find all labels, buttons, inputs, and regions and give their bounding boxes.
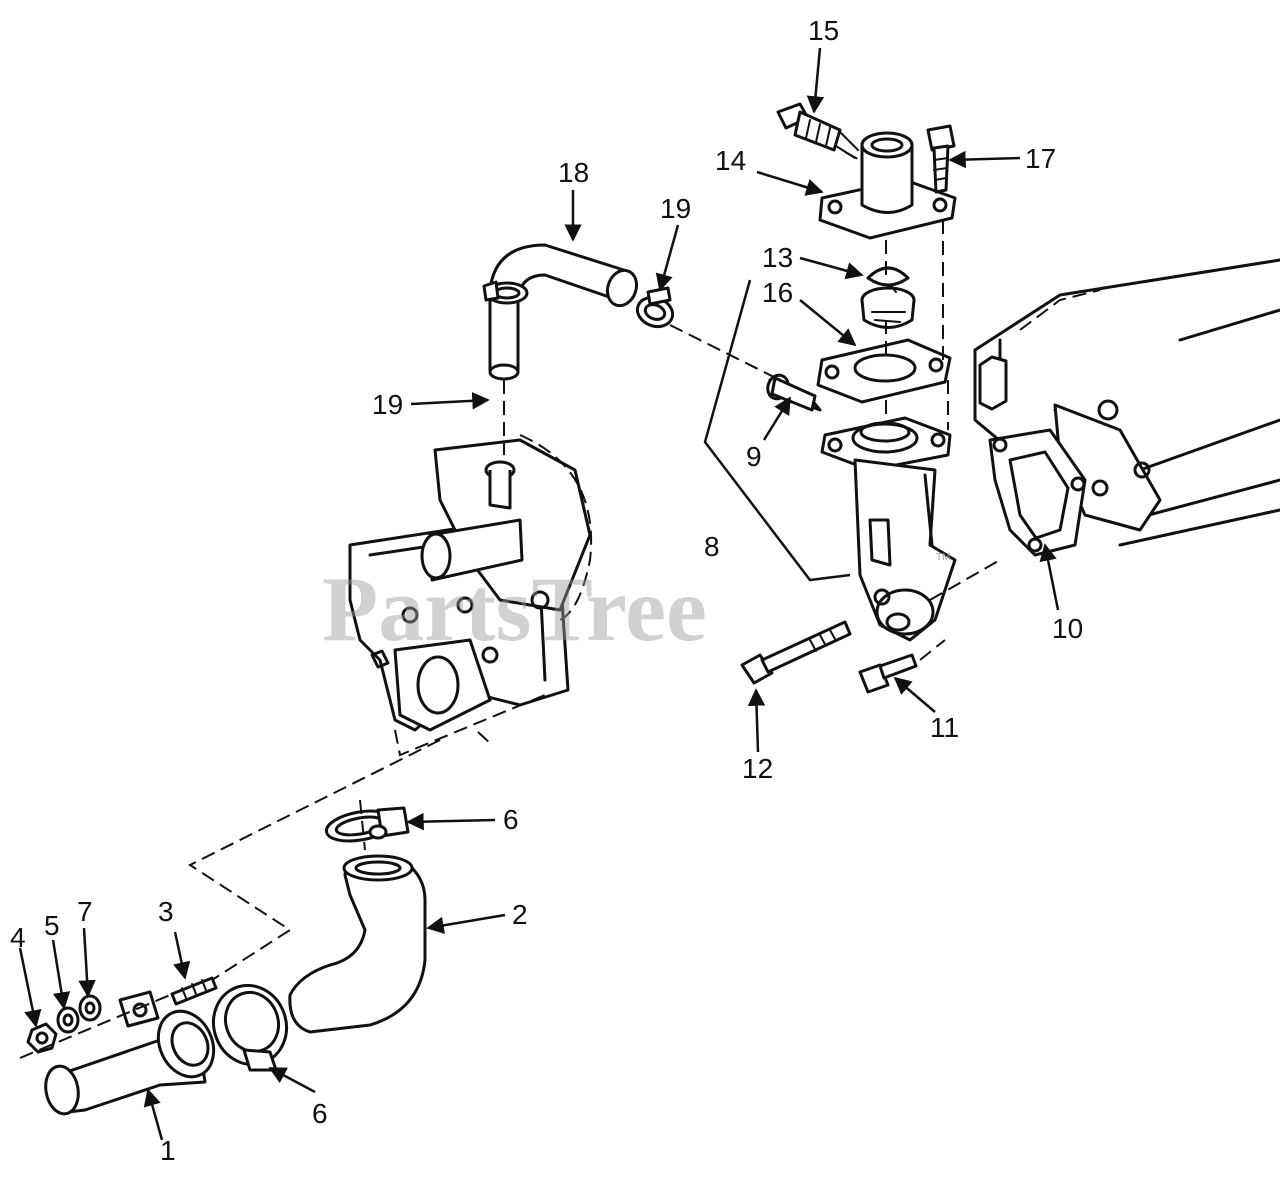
leader-lines	[18, 47, 1060, 1141]
stud-3	[170, 976, 218, 1006]
gasket-16	[816, 338, 952, 404]
inlet-elbow-1	[44, 990, 216, 1116]
bolt-11	[858, 653, 918, 694]
callout-12: 12	[742, 753, 773, 784]
callout-15: 15	[808, 15, 839, 46]
callout-6-lower: 6	[312, 1098, 328, 1129]
callout-17: 17	[1025, 143, 1056, 174]
thermostat-13	[860, 266, 916, 329]
hose-clamp-6-lower	[212, 983, 288, 1072]
callout-13: 13	[762, 242, 793, 273]
pipe-nipple-9	[766, 373, 822, 412]
washer-5	[56, 1006, 80, 1034]
callout-14: 14	[715, 145, 746, 176]
thermostat-cover-14	[818, 131, 957, 240]
thermostat-housing	[820, 416, 957, 642]
watermark: PartsTree	[322, 558, 707, 660]
radiator-hose-2	[288, 854, 427, 1034]
callout-16: 16	[762, 277, 793, 308]
callout-10: 10	[1052, 613, 1083, 644]
callout-7: 7	[77, 896, 93, 927]
callout-19-lower: 19	[372, 389, 403, 420]
bypass-hose-18	[488, 243, 639, 381]
callout-19-upper: 19	[660, 193, 691, 224]
callout-6-upper: 6	[503, 804, 519, 835]
callout-3: 3	[158, 896, 174, 927]
bolt-12	[740, 620, 852, 685]
washer-7	[78, 994, 102, 1022]
assembly-lines	[19, 151, 1001, 1059]
callout-8: 8	[704, 531, 720, 562]
callout-2: 2	[512, 899, 528, 930]
gasket-10	[988, 428, 1087, 557]
callout-11: 11	[930, 712, 959, 743]
callout-5: 5	[44, 910, 60, 941]
hose-clamp-19-upper	[635, 286, 675, 329]
hose-clamp-19-lower	[482, 280, 529, 305]
callout-9: 9	[746, 441, 762, 472]
temperature-sender-15	[776, 102, 859, 159]
callout-4: 4	[10, 922, 26, 953]
callout-numbers: 1 2 3 4 5 6 6 7 8 9 10 11 12 13 14 15 16…	[10, 15, 1083, 1166]
water-pump	[348, 434, 593, 732]
watermark-trademark: TM	[936, 552, 950, 563]
callout-18: 18	[558, 157, 589, 188]
bolt-17	[926, 124, 956, 194]
hose-clamp-6-upper	[324, 806, 410, 843]
callout-1: 1	[160, 1135, 176, 1166]
